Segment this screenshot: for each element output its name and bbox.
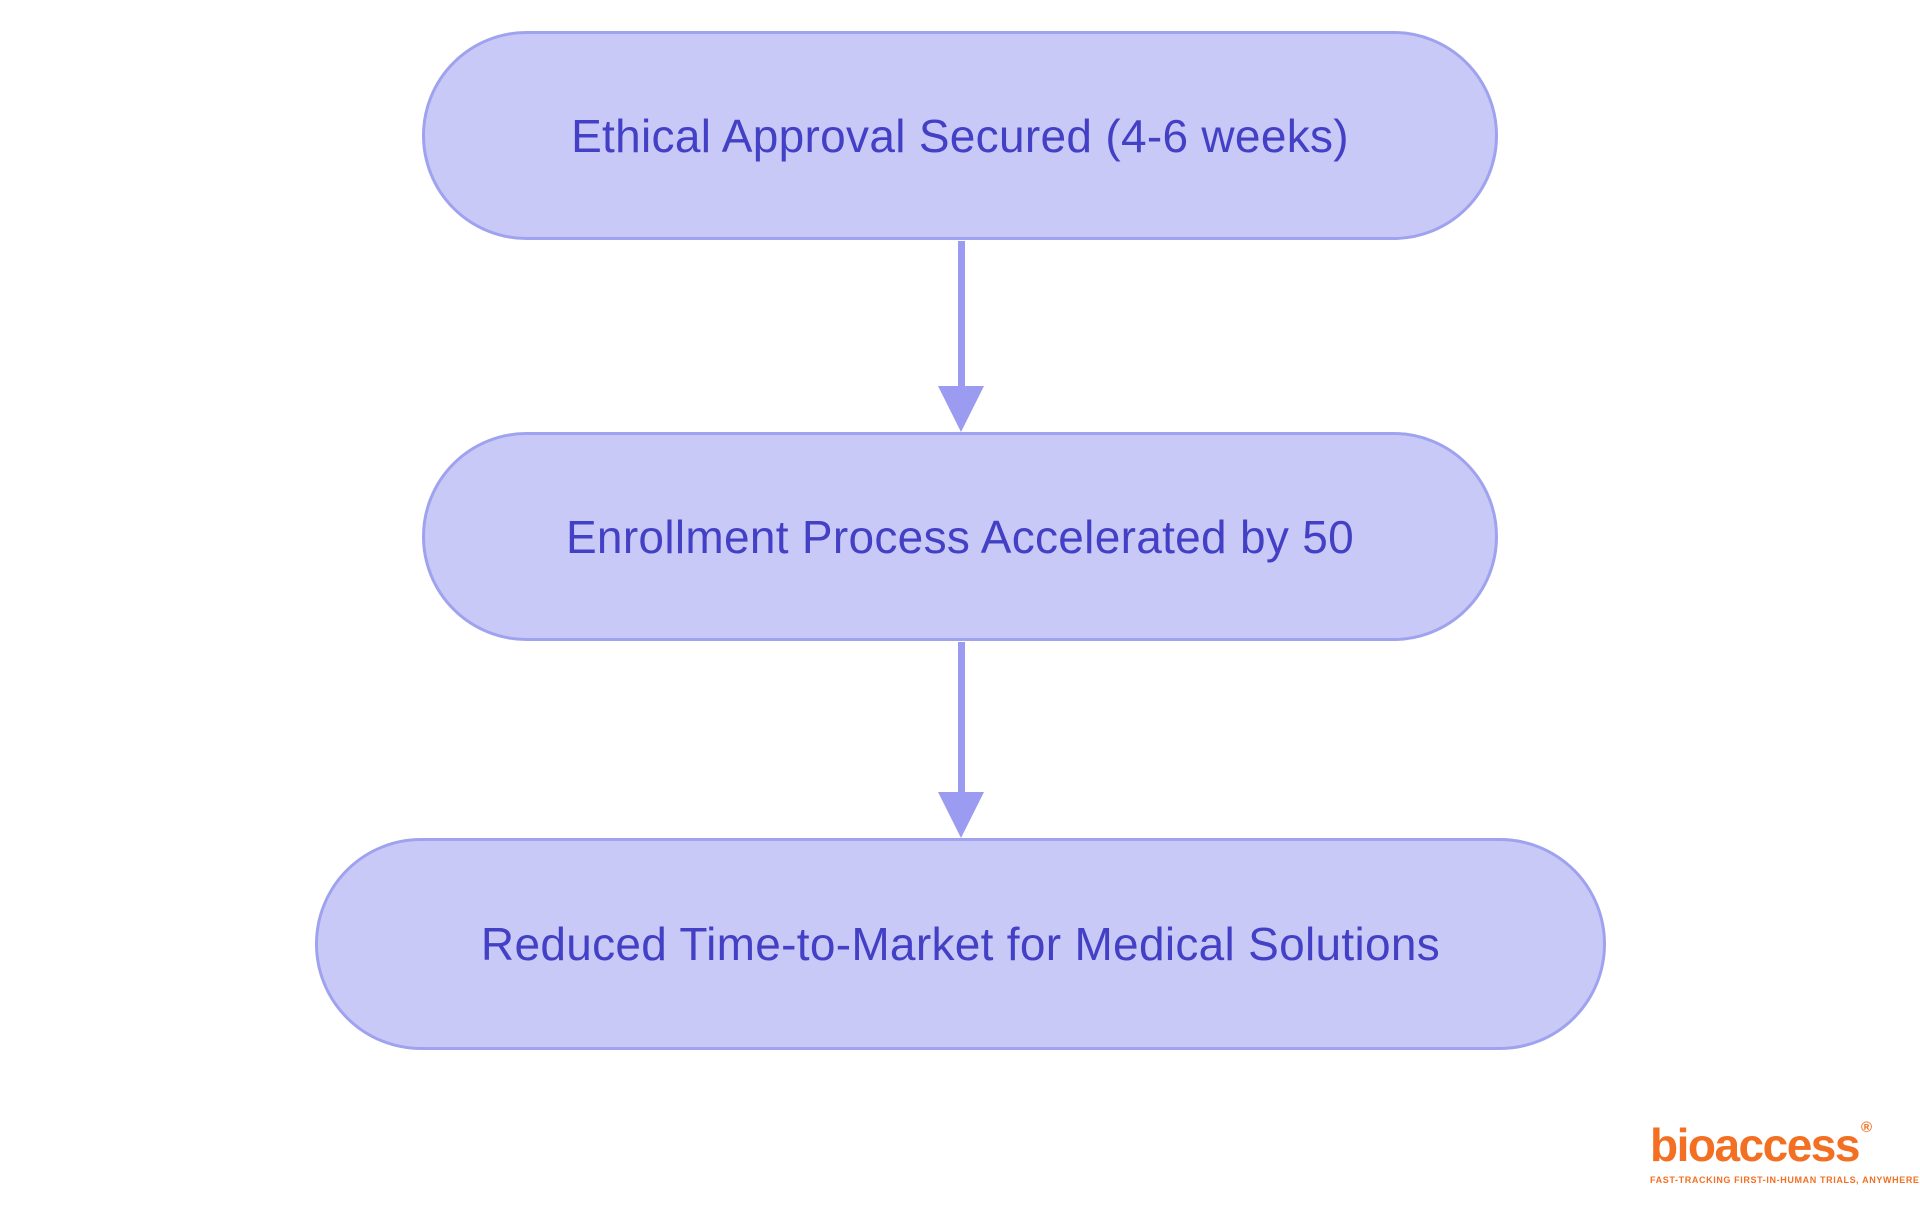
arrow-down-icon [938,792,984,838]
bioaccess-logo: bioaccess® FAST-TRACKING FIRST-IN-HUMAN … [1650,1119,1920,1185]
logo-wordmark: bioaccess [1650,1119,1860,1171]
logo-tagline: FAST-TRACKING FIRST-IN-HUMAN TRIALS, ANY… [1650,1175,1920,1185]
flow-node-reduced-time-to-market: Reduced Time-to-Market for Medical Solut… [315,838,1606,1050]
flow-connector-1 [938,241,984,432]
arrow-down-icon [938,386,984,432]
flow-node-ethical-approval-label: Ethical Approval Secured (4-6 weeks) [571,109,1349,162]
flow-node-reduced-time-to-market-label: Reduced Time-to-Market for Medical Solut… [480,918,1441,970]
logo-wordmark-row: bioaccess® [1650,1119,1920,1171]
connector-line [957,642,965,792]
flow-node-ethical-approval: Ethical Approval Secured (4-6 weeks) [422,31,1498,240]
flow-node-enrollment-accelerated: Enrollment Process Accelerated by 50 [422,432,1498,641]
flow-node-enrollment-accelerated-label: Enrollment Process Accelerated by 50 [565,510,1355,563]
flow-connector-2 [938,642,984,838]
registered-trademark-icon: ® [1860,1119,1873,1136]
connector-line [957,241,965,386]
